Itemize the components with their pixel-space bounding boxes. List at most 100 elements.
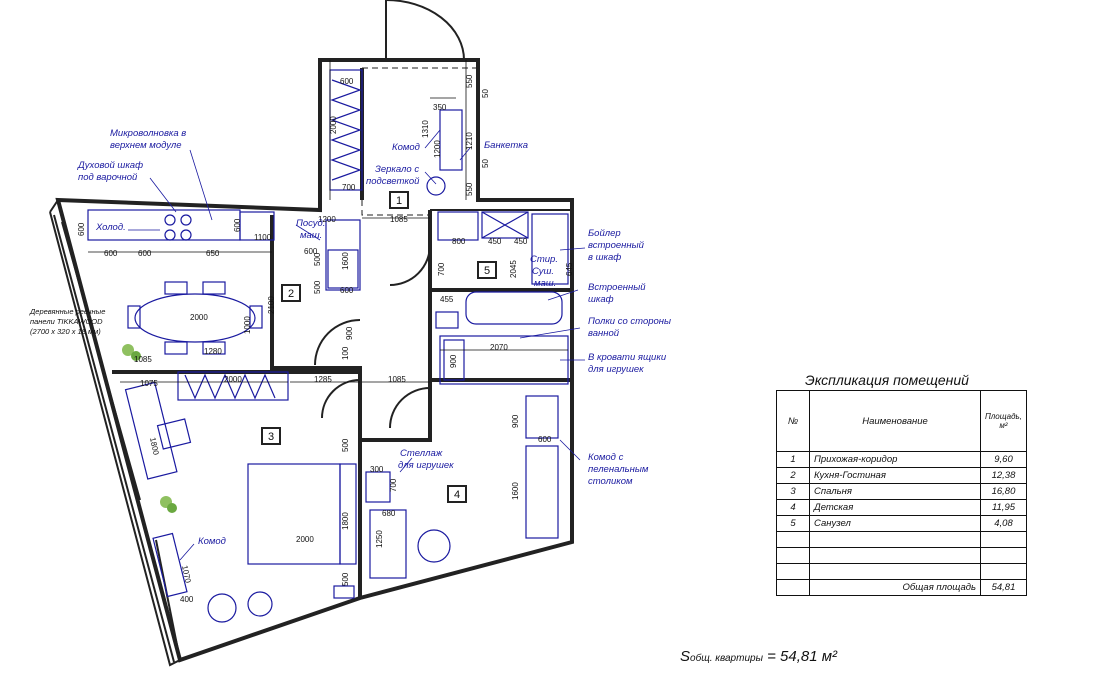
svg-text:600: 600 xyxy=(340,77,354,86)
svg-text:450: 450 xyxy=(514,237,528,246)
svg-text:700: 700 xyxy=(389,478,398,492)
label-oven: Духовой шкаф xyxy=(77,160,143,171)
svg-text:(2700 x 320 x 18 мм): (2700 x 320 x 18 мм) xyxy=(30,327,101,336)
svg-text:600: 600 xyxy=(138,249,152,258)
svg-text:1280: 1280 xyxy=(204,347,222,356)
svg-text:1250: 1250 xyxy=(375,530,384,548)
svg-text:600: 600 xyxy=(77,222,86,236)
cooktop-icon xyxy=(164,214,192,241)
dashed-zones xyxy=(271,67,479,368)
svg-text:900: 900 xyxy=(511,414,520,428)
label-bedroom-dresser: Комод xyxy=(198,536,226,547)
total-area: Sобщ. квартиры = 54,81 м² xyxy=(680,648,838,665)
bedroom-bed xyxy=(247,463,357,599)
svg-text:350: 350 xyxy=(433,103,447,112)
outer-walls xyxy=(49,58,574,667)
svg-text:для игрушек: для игрушек xyxy=(588,364,644,375)
kids-furniture xyxy=(365,395,559,579)
svg-text:1100: 1100 xyxy=(254,233,272,242)
bedroom-furniture xyxy=(124,381,273,623)
svg-text:1075: 1075 xyxy=(140,379,158,388)
label-mirror: Зеркало с xyxy=(375,164,419,175)
kitchen-counter xyxy=(87,209,361,291)
svg-text:1600: 1600 xyxy=(511,482,520,500)
label-dishwasher: Посуд. xyxy=(296,218,325,229)
svg-text:1085: 1085 xyxy=(390,215,408,224)
svg-text:700: 700 xyxy=(342,183,356,192)
svg-text:680: 680 xyxy=(382,509,396,518)
label-shelves: Полки со стороны xyxy=(588,316,671,327)
label-microwave: Микроволновка в xyxy=(110,128,186,139)
room-no-3: 3 xyxy=(268,431,274,443)
svg-text:600: 600 xyxy=(104,249,118,258)
svg-text:450: 450 xyxy=(488,237,502,246)
svg-text:2000: 2000 xyxy=(224,375,242,384)
svg-text:для игрушек: для игрушек xyxy=(398,460,454,471)
svg-text:300: 300 xyxy=(370,465,384,474)
table-row-empty xyxy=(776,547,1027,564)
dimension-lines xyxy=(88,60,568,383)
svg-text:в шкаф: в шкаф xyxy=(588,252,621,263)
svg-text:ванной: ванной xyxy=(588,328,620,339)
col-no: № xyxy=(776,390,810,452)
svg-text:маш.: маш. xyxy=(534,278,556,289)
label-panels: Деревянные реечные xyxy=(29,307,105,316)
room-numbers: 1 2 3 4 5 xyxy=(261,191,497,503)
svg-text:встроенный: встроенный xyxy=(588,240,645,251)
room-no-5: 5 xyxy=(484,265,490,277)
svg-text:600: 600 xyxy=(538,435,552,444)
svg-text:2000: 2000 xyxy=(329,116,338,134)
svg-text:100: 100 xyxy=(341,346,350,360)
label-boiler: Бойлер xyxy=(588,228,621,239)
label-wardrobe: Встроенный xyxy=(588,282,646,293)
hall-dresser xyxy=(426,109,463,196)
table-row-empty xyxy=(776,563,1027,580)
dining-table xyxy=(127,281,263,355)
svg-text:400: 400 xyxy=(180,595,194,604)
col-area: Площадь,м² xyxy=(980,390,1027,452)
svg-text:шкаф: шкаф xyxy=(588,294,614,305)
svg-text:550: 550 xyxy=(465,74,474,88)
legend-title: Экспликация помещений xyxy=(805,372,969,388)
svg-text:1285: 1285 xyxy=(314,375,332,384)
svg-text:800: 800 xyxy=(452,237,466,246)
svg-text:455: 455 xyxy=(440,295,454,304)
plant-icon xyxy=(122,344,177,513)
table-row-empty xyxy=(776,531,1027,548)
svg-text:верхнем модуле: верхнем модуле xyxy=(110,140,182,151)
callout-leaders xyxy=(128,129,586,561)
svg-text:1070: 1070 xyxy=(180,565,193,585)
svg-text:столиком: столиком xyxy=(588,476,633,487)
svg-text:1085: 1085 xyxy=(134,355,152,364)
svg-text:600: 600 xyxy=(304,247,318,256)
room-no-4: 4 xyxy=(454,489,460,501)
svg-text:Суш.: Суш. xyxy=(532,266,554,277)
svg-text:1200: 1200 xyxy=(318,215,336,224)
label-bed-drawers: В кровати ящики xyxy=(588,352,667,363)
svg-text:2000: 2000 xyxy=(190,313,208,322)
svg-text:панели TIKKAWOOD: панели TIKKAWOOD xyxy=(30,317,103,326)
dimension-labels: 600 2000 700 350 1310 1200 1210 550 50 5… xyxy=(77,74,574,604)
entrance-door xyxy=(385,0,465,61)
svg-text:645: 645 xyxy=(565,262,574,276)
table-header-row: № Наименование Площадь,м² xyxy=(776,390,1027,452)
label-hall-dresser: Комод xyxy=(392,142,420,153)
svg-text:500: 500 xyxy=(341,572,350,586)
svg-text:600: 600 xyxy=(233,218,242,232)
col-name: Наименование xyxy=(809,390,981,452)
svg-text:2000: 2000 xyxy=(296,535,314,544)
svg-text:подсветкой: подсветкой xyxy=(366,176,420,187)
svg-text:1200: 1200 xyxy=(433,140,442,158)
label-fridge: Холод. xyxy=(95,222,126,233)
svg-text:1310: 1310 xyxy=(421,120,430,138)
label-changing-dresser: Комод с xyxy=(588,452,624,463)
svg-text:500: 500 xyxy=(313,252,322,266)
svg-text:1085: 1085 xyxy=(388,375,406,384)
svg-text:2070: 2070 xyxy=(490,343,508,352)
svg-text:1800: 1800 xyxy=(148,437,161,457)
svg-text:пеленальным: пеленальным xyxy=(588,464,649,475)
